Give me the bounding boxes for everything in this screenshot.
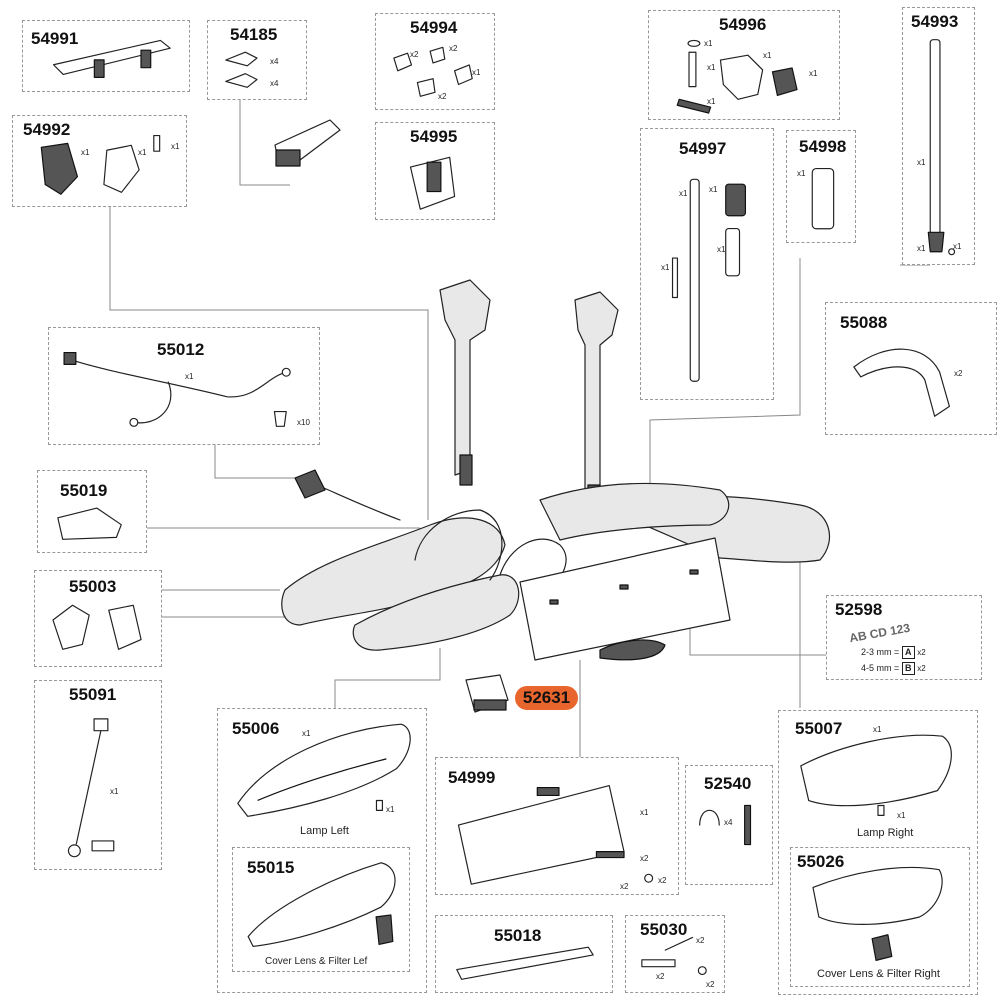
part-number: 55019 bbox=[60, 481, 108, 500]
wiring-harness-icon bbox=[63, 351, 291, 427]
part-number: 55007 bbox=[795, 719, 843, 738]
rail-insert-icon bbox=[456, 946, 594, 980]
license-plate-holder-icon bbox=[457, 785, 654, 885]
part-number: 55012 bbox=[157, 340, 205, 359]
lens-cover-right-icon bbox=[812, 866, 943, 961]
strap-pad-icon bbox=[811, 167, 835, 230]
part-box-52598[interactable]: 52598 AB CD 123 2-3 mm = A x2 4-5 mm = B… bbox=[826, 595, 982, 680]
part-box-55003[interactable]: 55003 bbox=[34, 570, 162, 667]
rod-icon bbox=[67, 718, 115, 858]
spacer-row-a: 2-3 mm = A x2 bbox=[861, 646, 926, 659]
part-number: 55015 bbox=[247, 858, 295, 877]
part-number: 54998 bbox=[799, 137, 847, 156]
part-box-54994[interactable]: 54994 x2 x2 x1 x2 bbox=[375, 13, 495, 110]
wheel-rest-icon bbox=[57, 507, 122, 540]
end-cap-icon bbox=[52, 604, 142, 650]
part-box-54996[interactable]: 54996 x1 x1 x1 x1 x1 bbox=[648, 10, 840, 120]
lamp-left-icon bbox=[237, 723, 411, 817]
handle-icon bbox=[853, 348, 951, 417]
part-box-54991[interactable]: 54991 bbox=[22, 20, 190, 92]
part-box-55088[interactable]: 55088 x2 bbox=[825, 302, 997, 435]
part-number: 54993 bbox=[911, 12, 959, 31]
part-number: 55006 bbox=[232, 719, 280, 738]
lamp-right-icon bbox=[800, 734, 952, 816]
part-box-55015[interactable]: 55015 Cover Lens & Filter Lef bbox=[232, 847, 410, 972]
part-box-55030[interactable]: 55030 x2 x2 x2 bbox=[625, 915, 725, 993]
arm-strap-kit-icon bbox=[671, 178, 747, 382]
part-number: 55091 bbox=[69, 685, 117, 704]
part-box-55091[interactable]: 55091 x1 bbox=[34, 680, 162, 870]
part-box-52540[interactable]: 52540 x4 bbox=[685, 765, 773, 885]
part-number: 55003 bbox=[69, 577, 117, 596]
part-box-54995[interactable]: 54995 bbox=[375, 122, 495, 220]
clamp-jaw-icon bbox=[40, 134, 161, 195]
part-number: 55018 bbox=[494, 926, 542, 945]
holder-icon bbox=[409, 156, 456, 210]
part-box-54998[interactable]: 54998 x1 bbox=[786, 130, 856, 243]
lamp-right-caption: Lamp Right bbox=[857, 827, 914, 839]
part-box-54997[interactable]: 54997 x1 x1 x1 x1 bbox=[640, 128, 774, 400]
part-box-55018[interactable]: 55018 bbox=[435, 915, 613, 993]
part-box-54185[interactable]: 54185 x4 x4 bbox=[207, 20, 307, 100]
part-number: 54995 bbox=[410, 127, 458, 146]
part-number: 55030 bbox=[640, 920, 688, 939]
part-number: 54994 bbox=[410, 18, 458, 37]
part-box-54993[interactable]: 54993 x1 x1 x1 bbox=[902, 7, 975, 265]
part-number: 52598 bbox=[835, 600, 883, 619]
part-number: 52540 bbox=[704, 774, 752, 793]
part-box-55012[interactable]: 55012 x1 x10 bbox=[48, 327, 320, 445]
lock-kit-icon bbox=[676, 39, 798, 114]
strap-icon bbox=[927, 39, 956, 256]
lamp-left-caption: Lamp Left bbox=[300, 825, 349, 837]
part-number: 54997 bbox=[679, 139, 727, 158]
bolt-set-icon bbox=[641, 936, 707, 976]
part-box-55026[interactable]: 55026 Cover Lens & Filter Right bbox=[790, 847, 970, 987]
part-box-55019[interactable]: 55019 bbox=[37, 470, 147, 553]
clip-set-icon bbox=[393, 46, 473, 97]
part-box-54999[interactable]: 54999 x1 x2 x2 x2 bbox=[435, 757, 679, 895]
part-number: 55088 bbox=[840, 313, 888, 332]
lens-cover-left-caption: Cover Lens & Filter Lef bbox=[265, 956, 368, 967]
lens-cover-left-icon bbox=[247, 862, 396, 947]
mounting-rail-icon bbox=[52, 39, 171, 78]
clamp-lever-icon bbox=[225, 51, 258, 88]
highlighted-part-badge[interactable]: 52631 bbox=[515, 686, 578, 710]
part-number: 54996 bbox=[719, 15, 767, 34]
u-bolt-icon bbox=[699, 804, 752, 846]
part-number: 54991 bbox=[31, 29, 79, 48]
part-number: 54185 bbox=[230, 25, 278, 44]
part-box-54992[interactable]: 54992 x1 x1 x1 bbox=[12, 115, 187, 207]
part-number: 54999 bbox=[448, 768, 496, 787]
lens-cover-right-caption: Cover Lens & Filter Right bbox=[817, 968, 940, 980]
spacer-row-b: 4-5 mm = B x2 bbox=[861, 662, 926, 675]
part-number: 54992 bbox=[23, 120, 71, 139]
part-number: 55026 bbox=[797, 852, 845, 871]
